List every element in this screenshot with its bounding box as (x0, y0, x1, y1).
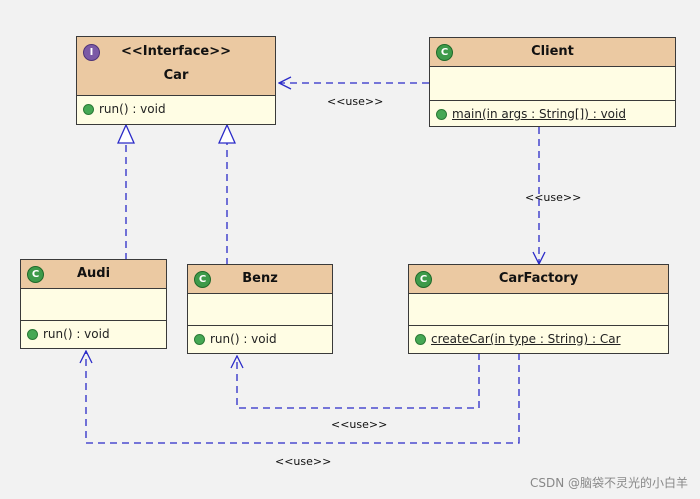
use-label-client-factory: <<use>> (525, 191, 582, 204)
class-c-icon: C (436, 44, 453, 61)
class-header: C Client (430, 38, 675, 67)
operation-item: run() : void (21, 321, 166, 347)
dependency-factory-audi (86, 351, 520, 444)
class-name: Car (163, 68, 189, 83)
class-c-icon: C (415, 271, 432, 288)
operation-item: run() : void (77, 96, 275, 122)
class-header: C Benz (188, 265, 332, 294)
class-name: Benz (242, 271, 278, 286)
class-header: C CarFactory (409, 265, 668, 294)
attributes-section (409, 294, 668, 326)
class-benz[interactable]: C Benz run() : void (187, 264, 333, 354)
operation-item: run() : void (188, 326, 332, 352)
operations-section: main(in args : String[]) : void (430, 101, 675, 127)
use-label-factory-benz: <<use>> (331, 418, 388, 431)
class-c-icon: C (27, 266, 44, 283)
class-header: C Audi (21, 260, 166, 289)
class-name: Client (531, 44, 574, 59)
attributes-section (21, 289, 166, 321)
operations-section: createCar(in type : String) : Car (409, 326, 668, 352)
realization-arrowhead-benz (217, 123, 237, 144)
operation-item: createCar(in type : String) : Car (409, 326, 668, 352)
realization-arrowhead-audi (116, 123, 136, 144)
attributes-section (188, 294, 332, 326)
public-operation-dot-icon (83, 103, 94, 115)
class-audi[interactable]: C Audi run() : void (20, 259, 167, 349)
interface-i-icon: I (83, 44, 100, 61)
watermark: CSDN @脑袋不灵光的小白羊 (529, 476, 688, 490)
interface-stereotype: <<Interface>> (120, 44, 232, 59)
use-label-factory-audi: <<use>> (275, 455, 332, 468)
public-operation-dot-icon (436, 108, 447, 120)
public-operation-dot-icon (27, 328, 38, 340)
public-operation-dot-icon (415, 333, 426, 345)
public-operation-dot-icon (194, 333, 205, 345)
use-label-client-car: <<use>> (327, 95, 384, 108)
class-name: CarFactory (498, 271, 579, 286)
class-client[interactable]: C Client main(in args : String[]) : void (429, 37, 676, 127)
operations-section: run() : void (77, 96, 275, 122)
operation-item: main(in args : String[]) : void (430, 101, 675, 127)
dependency-factory-benz (237, 353, 480, 409)
class-carfactory[interactable]: C CarFactory createCar(in type : String)… (408, 264, 669, 354)
operations-section: run() : void (188, 326, 332, 352)
class-header: I <<Interface>> Car (77, 37, 275, 96)
class-name: Audi (76, 266, 111, 281)
attributes-section (430, 67, 675, 101)
class-car-interface[interactable]: I <<Interface>> Car run() : void (76, 36, 276, 125)
operations-section: run() : void (21, 321, 166, 347)
class-c-icon: C (194, 271, 211, 288)
